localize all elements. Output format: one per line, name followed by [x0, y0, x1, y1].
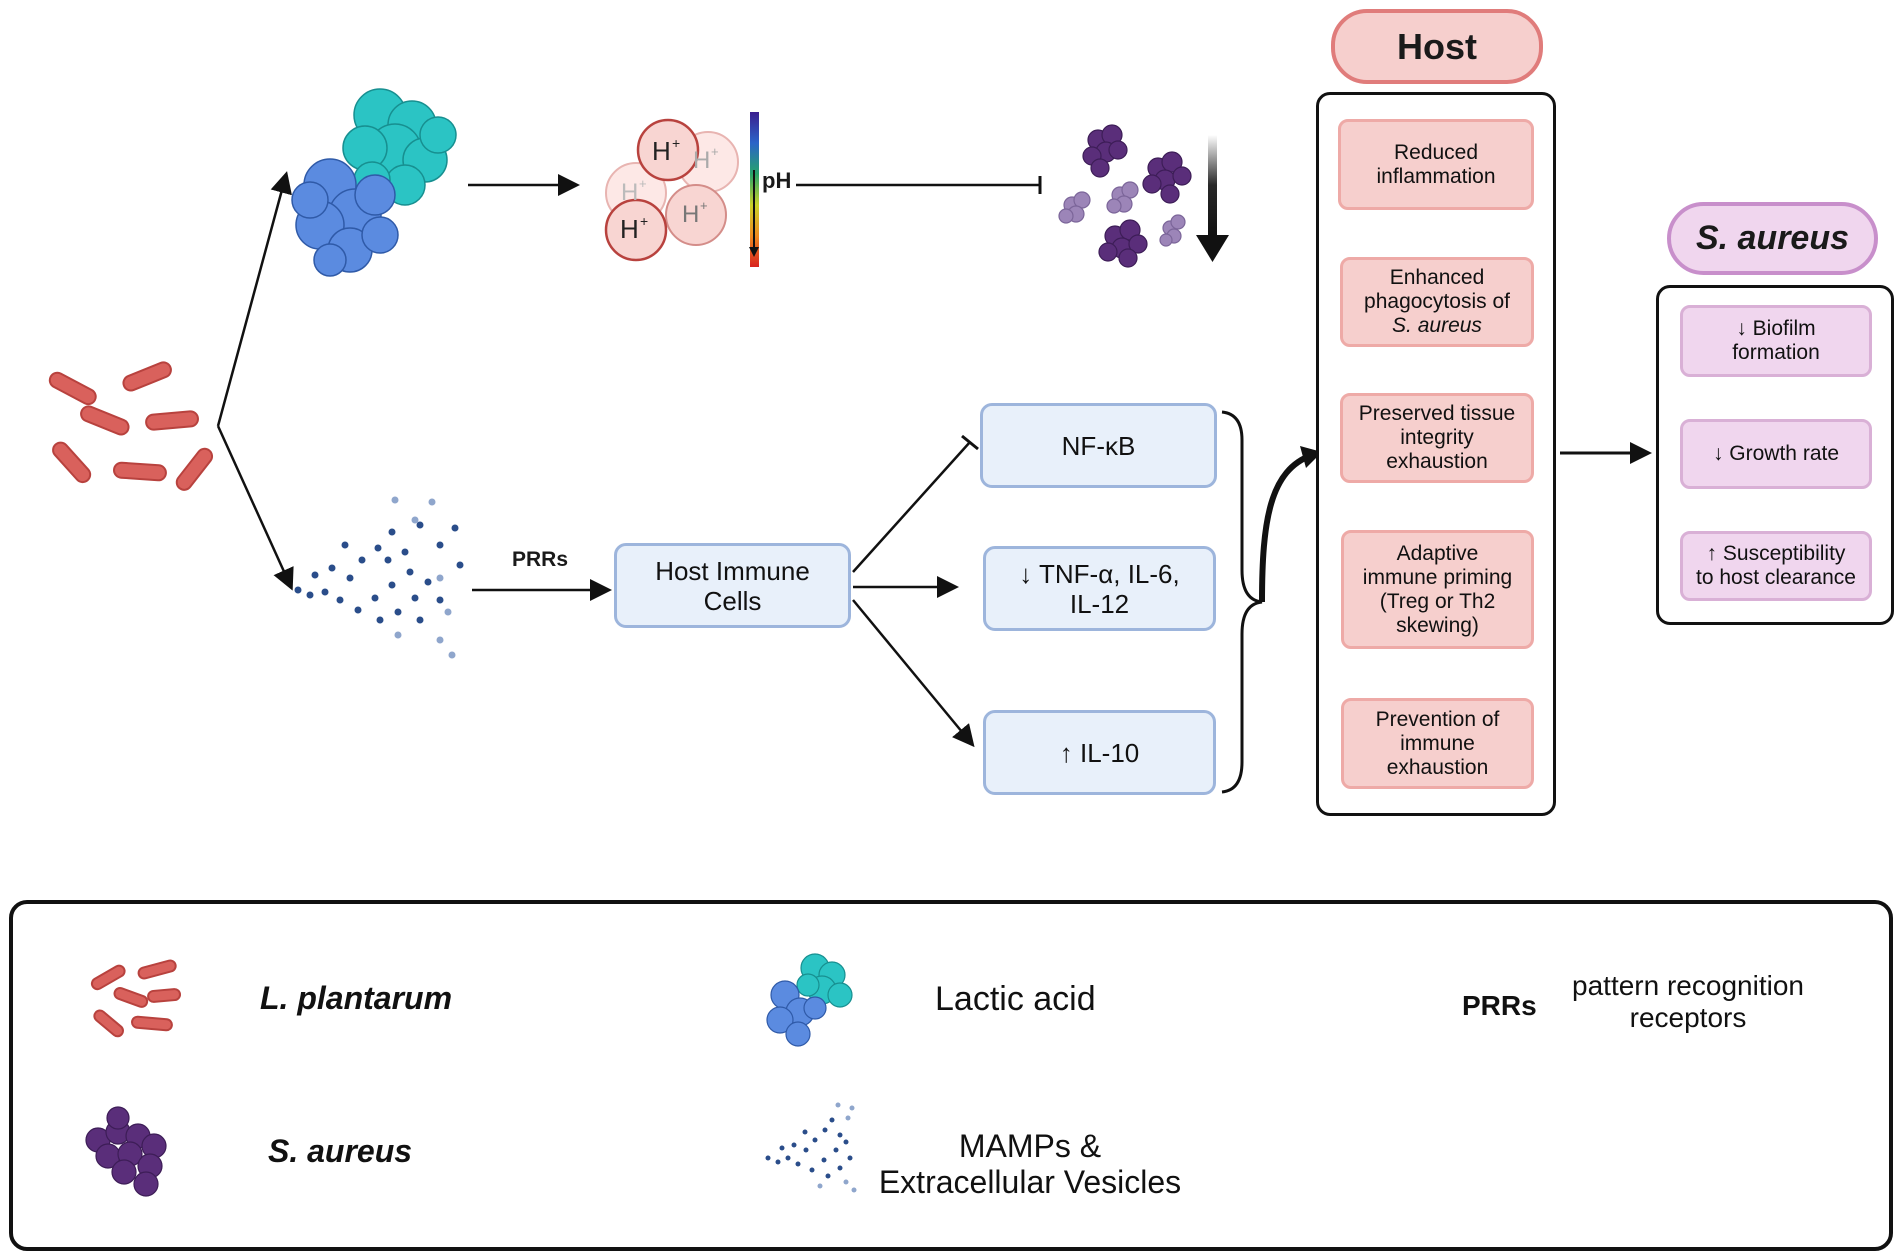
legend-bacteria-icon: [90, 959, 182, 1038]
vesicle-spray-icon: [294, 496, 464, 659]
arrow-il10: [852, 599, 975, 748]
curved-arrow-to-host: [1259, 452, 1314, 603]
svg-text:+: +: [700, 198, 708, 213]
host-item-prevent-exhaustion: Prevention of immune exhaustion: [1341, 698, 1534, 789]
cytokine-brace: [1221, 410, 1263, 794]
branch-arrow-up: [216, 171, 292, 427]
ph-label: pH: [762, 168, 792, 193]
saureus-item-clearance: ↑ Susceptibility to host clearance: [1680, 531, 1872, 601]
ph-scale-icon: [749, 112, 759, 267]
host-item-phagocytosis: Enhanced phagocytosis of S. aureus: [1340, 257, 1534, 347]
host-item-reduced-inflammation: Reduced inflammation: [1338, 119, 1534, 210]
svg-text:H: H: [652, 136, 671, 166]
legend-vesicle-icon: [765, 1102, 857, 1193]
svg-text:H: H: [693, 147, 710, 174]
inhibit-nfkb-line: [852, 441, 971, 573]
svg-text:+: +: [711, 144, 719, 159]
saureus-item-biofilm: ↓ Biofilm formation: [1680, 305, 1872, 377]
svg-text:+: +: [640, 213, 648, 229]
nfkb-box: NF-κB: [980, 403, 1217, 488]
legend-staph-icon: [85, 1106, 167, 1197]
svg-text:H: H: [621, 179, 638, 206]
legend-lactic-acid-icon: [766, 953, 853, 1047]
legend-prrs-definition: pattern recognition receptors: [1572, 970, 1804, 1033]
legend-lplantarum: L. plantarum: [260, 980, 453, 1016]
svg-text:H: H: [682, 201, 699, 228]
legend-lactic-acid: Lactic acid: [935, 980, 1096, 1018]
staph-cluster-icon: [1058, 124, 1192, 268]
legend-prrs-abbr: PRRs: [1462, 990, 1537, 1021]
branch-arrow-down: [216, 425, 294, 591]
bacteria-rods-icon: [48, 361, 214, 491]
saureus-item-growth: ↓ Growth rate: [1680, 419, 1872, 489]
lactic-acid-protein-icon: [291, 88, 457, 277]
down-arrow-icon: [1196, 135, 1229, 262]
legend-mamps: MAMPs & Extracellular Vesicles: [878, 1128, 1182, 1200]
host-item-adaptive-priming: Adaptive immune priming (Treg or Th2 ske…: [1341, 530, 1534, 649]
svg-text:+: +: [639, 176, 647, 191]
legend-panel: [9, 900, 1893, 1251]
il10-box: ↑ IL-10: [983, 710, 1216, 795]
svg-text:H: H: [620, 214, 639, 244]
host-header: Host: [1331, 9, 1543, 84]
saureus-header: S. aureus: [1667, 202, 1878, 275]
host-immune-cells-box: Host Immune Cells: [614, 543, 851, 628]
prrs-label: PRRs: [512, 548, 569, 571]
proton-cluster-icon: H+ H+ H+ H+ H+: [604, 118, 739, 262]
host-item-tissue-integrity: Preserved tissue integrity exhaustion: [1340, 393, 1534, 483]
svg-text:+: +: [672, 135, 680, 151]
tnf-box: ↓ TNF-α, IL-6, IL-12: [983, 546, 1216, 631]
legend-saureus: S. aureus: [268, 1133, 413, 1169]
